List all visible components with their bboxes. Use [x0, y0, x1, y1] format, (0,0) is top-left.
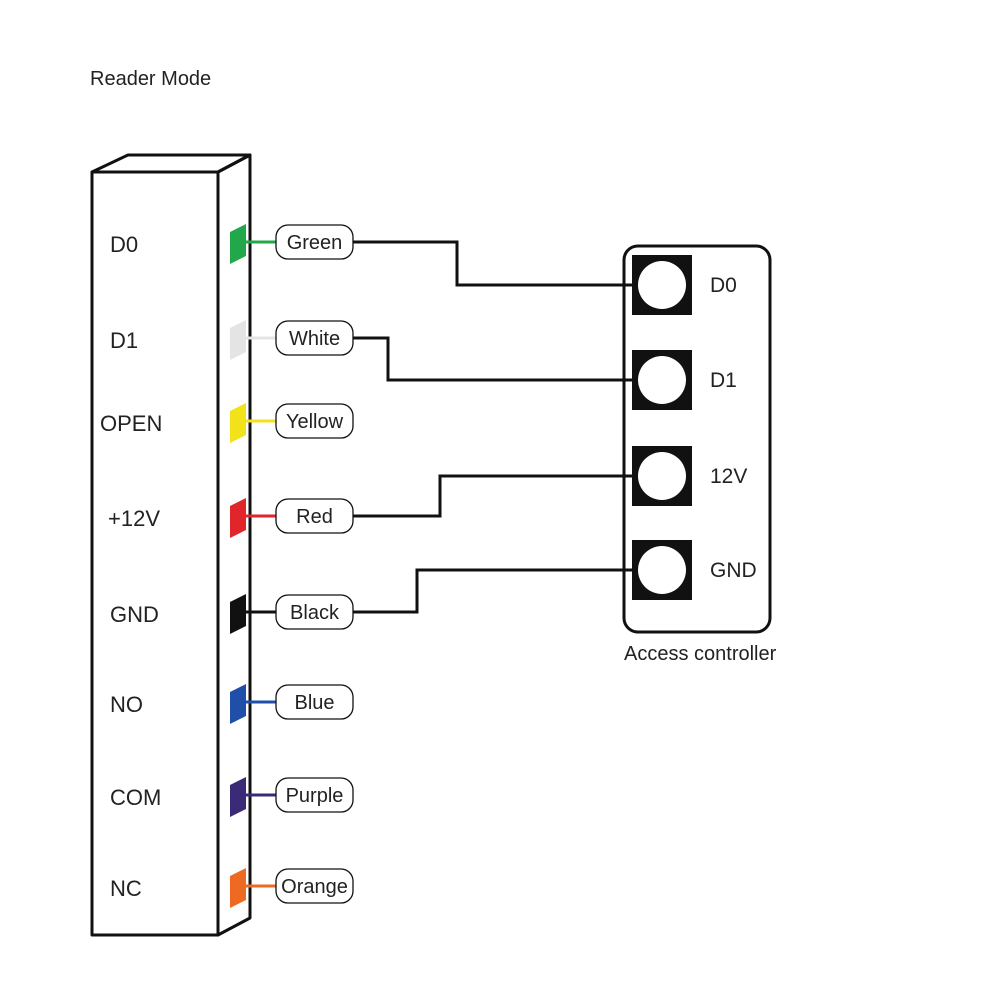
wire-connector-blue [230, 684, 246, 724]
pin-label-gnd: GND [110, 602, 159, 627]
pin-label-com: COM [110, 785, 161, 810]
pin-label-d0: D0 [110, 232, 138, 257]
wire-label-green: Green [287, 232, 343, 254]
wire-red-to-12v [353, 474, 632, 518]
terminal-d1: D1 [632, 350, 737, 410]
wire-label-bubble-yellow [275, 403, 354, 439]
pin-label-nc: NC [110, 876, 142, 901]
pin-row-d0: D0 Green [110, 224, 354, 264]
diagram-title: Reader Mode [90, 68, 211, 90]
wire-label-white: White [289, 328, 340, 350]
pin-label-d1: D1 [110, 328, 138, 353]
wire-connector-yellow [230, 403, 246, 443]
pin-row-12v: +12V Red [108, 498, 354, 538]
pin-row-d1: D1 White [110, 320, 354, 360]
wire-label-black: Black [290, 602, 340, 624]
terminal-screw-d1 [638, 356, 686, 404]
wire-connector-white [230, 320, 246, 360]
terminal-d0: D0 [632, 255, 737, 315]
wire-black-to-gnd [353, 568, 632, 614]
connection-wires [353, 240, 632, 614]
pin-label-open: OPEN [100, 411, 162, 436]
wire-label-orange: Orange [281, 876, 348, 898]
reader-device [90, 153, 252, 937]
reader-side-face [216, 153, 252, 937]
terminal-label-12v: 12V [710, 465, 747, 488]
wire-connector-orange [230, 868, 246, 908]
terminal-screw-12v [638, 452, 686, 500]
pin-label-12v: +12V [108, 506, 160, 531]
wire-label-purple: Purple [286, 785, 344, 807]
terminal-label-d1: D1 [710, 369, 737, 392]
controller-caption: Access controller [624, 643, 777, 665]
pin-label-no: NO [110, 692, 143, 717]
wire-label-bubble-blue [275, 684, 354, 720]
wire-label-bubble-orange [275, 868, 354, 904]
pin-row-no: NO Blue [110, 684, 354, 724]
terminal-screw-gnd [638, 546, 686, 594]
terminal-screw-d0 [638, 261, 686, 309]
pin-row-nc: NC Orange [110, 868, 354, 908]
wire-connector-black [230, 594, 246, 634]
wire-label-red: Red [296, 506, 333, 528]
reader-top-face [90, 153, 252, 174]
pin-row-gnd: GND Black [110, 594, 354, 634]
reader-front-face [90, 170, 220, 937]
terminal-label-gnd: GND [710, 559, 757, 582]
wire-label-blue: Blue [294, 692, 334, 714]
pin-row-com: COM Purple [110, 777, 354, 817]
wire-white-to-d1 [353, 336, 632, 382]
controller-body [622, 244, 772, 634]
pin-row-open: OPEN Yellow [100, 403, 354, 443]
wire-label-yellow: Yellow [286, 411, 344, 433]
wire-connector-red [230, 498, 246, 538]
wire-connector-purple [230, 777, 246, 817]
wire-connector-green [230, 224, 246, 264]
terminal-gnd: GND [632, 540, 757, 600]
wire-green-to-d0 [353, 240, 632, 287]
terminal-12v: 12V [632, 446, 747, 506]
wire-label-bubble-purple [275, 777, 354, 813]
terminal-label-d0: D0 [710, 274, 737, 297]
